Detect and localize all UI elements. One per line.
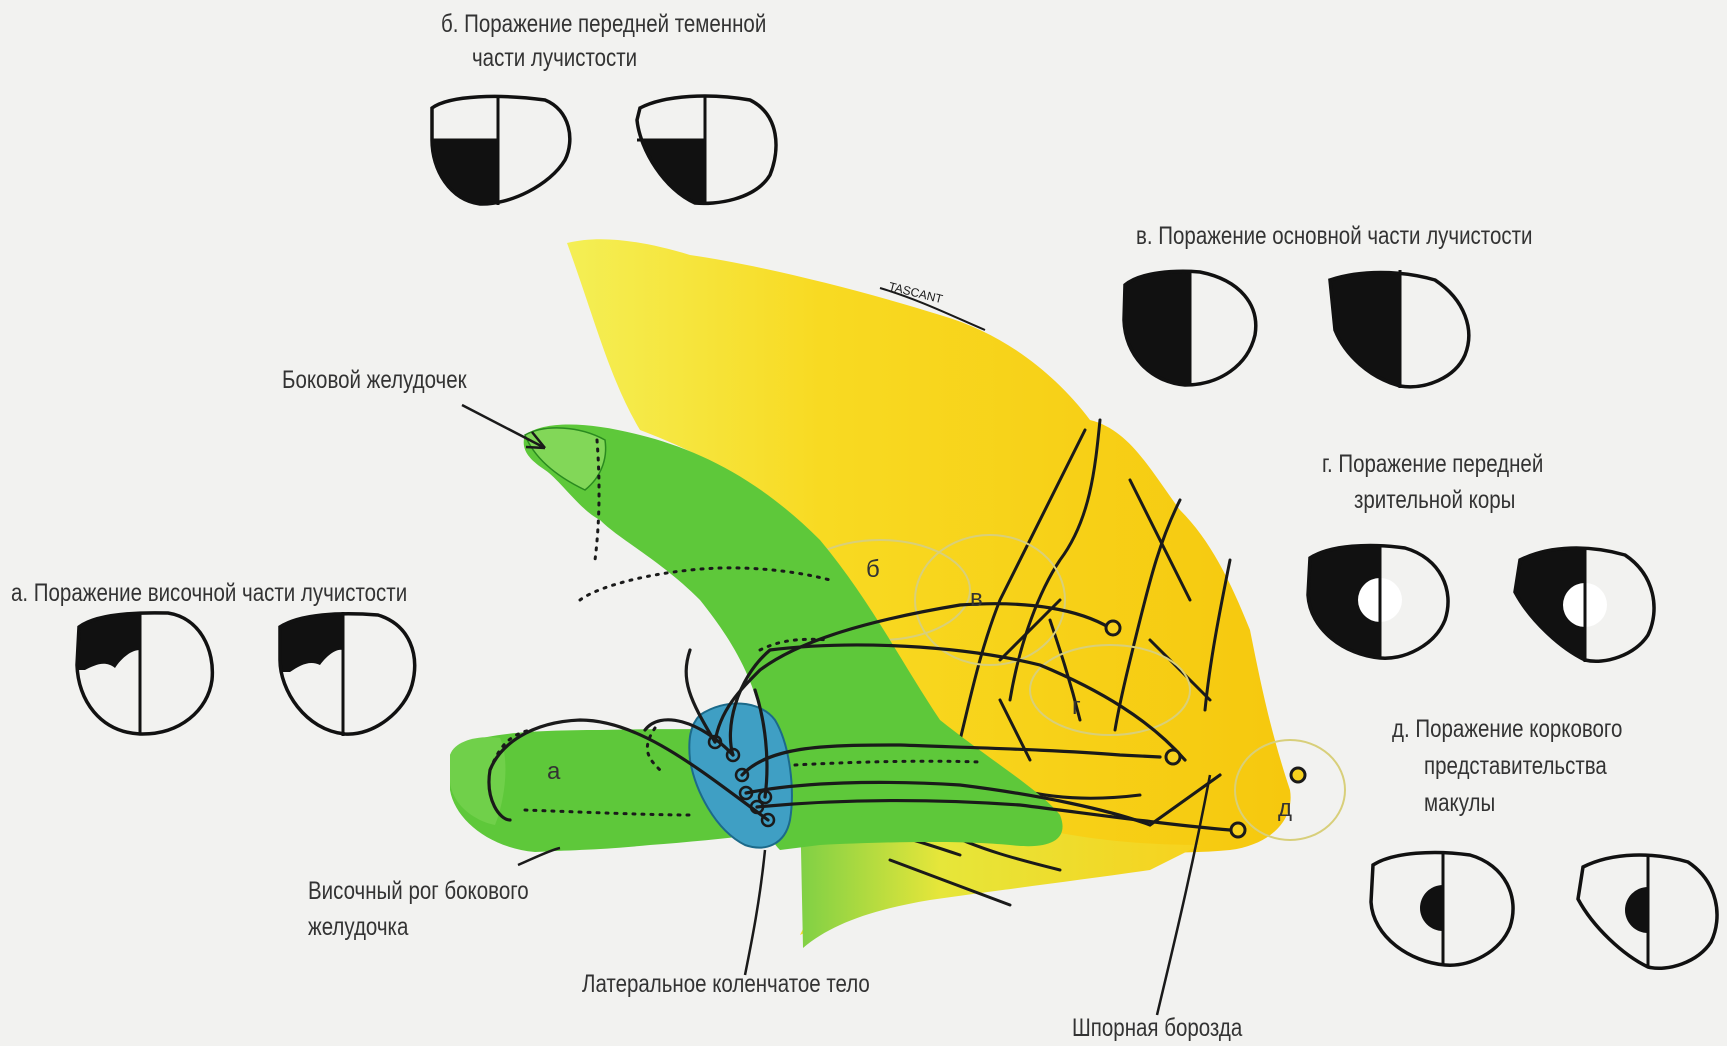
label-lgn: Латеральное коленчатое тело — [582, 966, 870, 1002]
label-temporal-horn-2: желудочка — [308, 909, 408, 945]
field-d-right — [1578, 855, 1717, 968]
label-d-title-1: д. Поражение коркового — [1392, 711, 1622, 747]
field-a-left — [60, 600, 212, 734]
field-g-left — [1300, 535, 1448, 675]
label-b-title-1: б. Поражение передней теменной — [441, 6, 766, 42]
label-temporal-horn-1: Височный рог бокового — [308, 873, 529, 909]
label-g-title-1: г. Поражение передней — [1322, 446, 1543, 482]
field-v-left — [1110, 260, 1256, 400]
label-b-title-2: части лучистости — [472, 40, 637, 76]
marker-v: в — [970, 585, 983, 613]
field-b-right — [630, 95, 776, 220]
marker-a: а — [547, 758, 560, 786]
label-a-title: а. Поражение височной части лучистости — [11, 575, 407, 611]
marker-b: б — [866, 556, 880, 584]
field-g-right — [1505, 535, 1654, 675]
label-calcarine-sulcus: Шпорная борозда — [1072, 1010, 1242, 1046]
label-lateral-ventricle: Боковой желудочек — [282, 362, 467, 398]
label-d-title-2: представительства — [1424, 748, 1607, 784]
label-v-title: в. Поражение основной части лучистости — [1136, 218, 1532, 254]
label-d-title-3: макулы — [1424, 785, 1495, 821]
field-b-left — [420, 95, 570, 220]
marker-d: д — [1278, 795, 1292, 823]
field-a-right — [270, 600, 415, 736]
field-v-right — [1320, 260, 1469, 400]
label-g-title-2: зрительной коры — [1354, 482, 1515, 518]
marker-g: г — [1072, 693, 1081, 721]
field-d-left — [1371, 852, 1513, 966]
